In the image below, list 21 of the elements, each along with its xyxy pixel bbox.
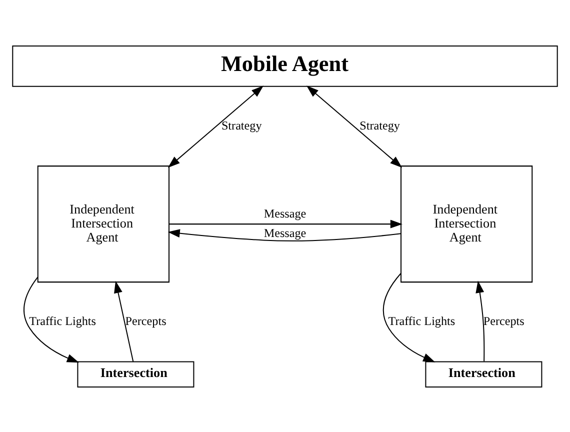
arrow bbox=[168, 85, 264, 168]
node-box: Intersection bbox=[77, 360, 194, 387]
edge-label: Strategy bbox=[360, 118, 400, 132]
arrow bbox=[24, 276, 80, 362]
arrow bbox=[476, 280, 485, 361]
arrow bbox=[169, 219, 403, 228]
edge-label: Percepts bbox=[125, 314, 166, 328]
arrow bbox=[382, 272, 436, 362]
edge-label: Traffic Lights bbox=[29, 314, 96, 328]
arrow bbox=[168, 228, 401, 241]
edge-label: Traffic Lights bbox=[388, 314, 456, 328]
node-box: Mobile Agent bbox=[12, 45, 558, 86]
edge-label: Percepts bbox=[483, 314, 524, 328]
edge-label: Message bbox=[264, 206, 306, 220]
node-box: Intersection bbox=[425, 360, 542, 387]
node-box: Independent Intersection Agent bbox=[400, 165, 533, 282]
node-box: Independent Intersection Agent bbox=[37, 165, 170, 282]
arrow bbox=[306, 85, 402, 168]
arrow bbox=[114, 280, 134, 362]
edge-label: Strategy bbox=[221, 118, 262, 132]
edge-label: Message bbox=[264, 225, 306, 240]
